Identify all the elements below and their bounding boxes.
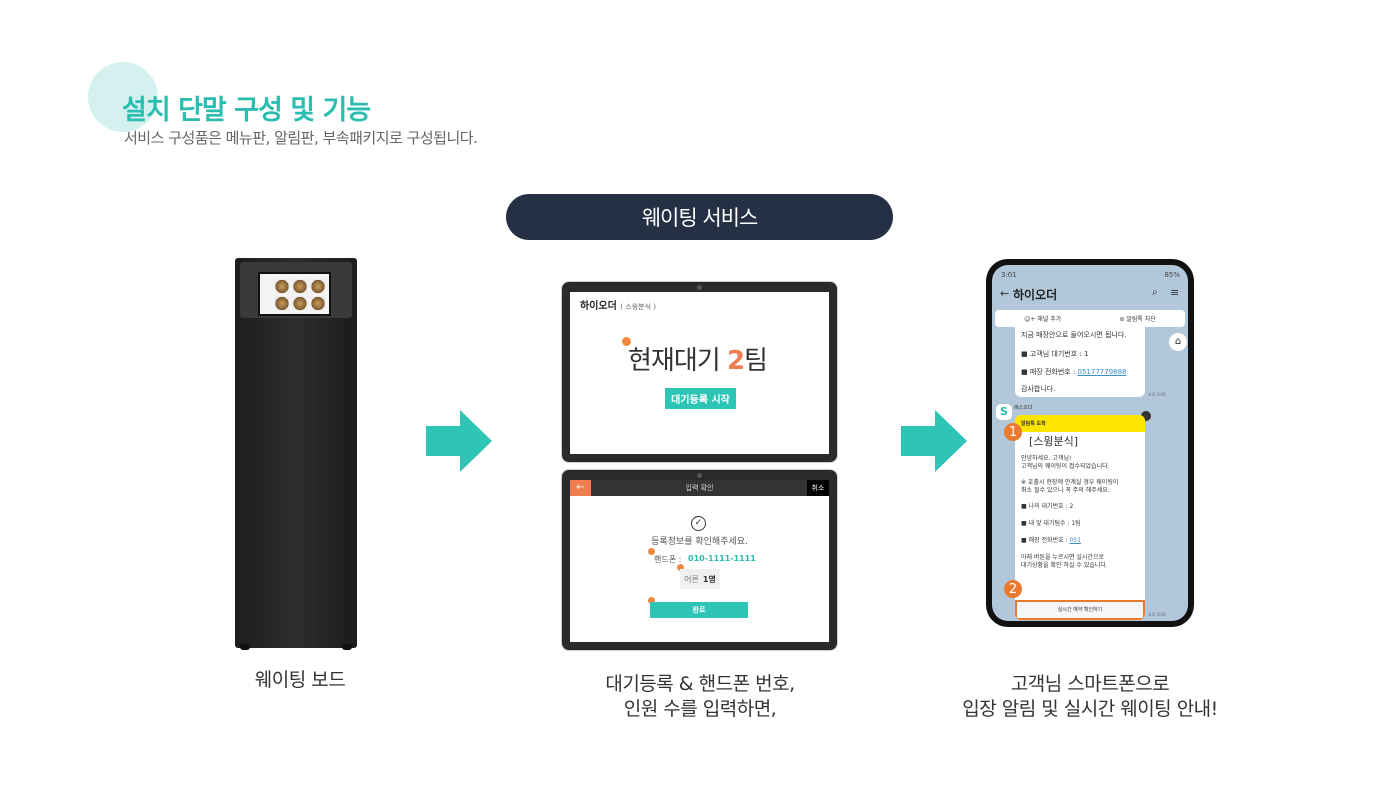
store-name: ( 스윙분식 ) bbox=[620, 303, 656, 311]
time-label: 오후 3:00 bbox=[1148, 392, 1166, 397]
alimtalk-header: 알림톡 도착 bbox=[1015, 415, 1145, 432]
status-time: 3:01 bbox=[1001, 271, 1017, 279]
brand: 하이오더 bbox=[580, 301, 617, 312]
tablet-waiting-screen: 하이오더 ( 스윙분식 ) 현재대기 2팀 대기등록 시작 bbox=[561, 281, 838, 463]
confirm-text: 등록정보를 확인해주세요. bbox=[651, 537, 748, 547]
add-channel-button[interactable]: ☺+ 채널 추가 bbox=[1024, 316, 1062, 323]
menu-icon[interactable]: ≡ bbox=[1170, 286, 1180, 299]
phone-link[interactable]: 05177779888 bbox=[1077, 367, 1127, 376]
wait-status: 현재대기 2팀 bbox=[628, 346, 768, 376]
page-subtitle: 서비스 구성품은 메뉴판, 알림판, 부속패키지로 구성됩니다. bbox=[124, 129, 478, 147]
back-arrow-icon[interactable]: ← bbox=[1000, 287, 1010, 300]
channel-bar: ☺+ 채널 추가 ⊘ 알림톡 차단 bbox=[995, 310, 1185, 327]
step-badge: 1 bbox=[1004, 423, 1022, 441]
store-name: [스윙분식] bbox=[1029, 435, 1079, 448]
done-button[interactable]: 완료 bbox=[650, 602, 748, 618]
block-button[interactable]: ⊘ 알림톡 차단 bbox=[1119, 316, 1156, 323]
check-circle-icon: ✓ bbox=[691, 516, 706, 531]
step-badge bbox=[648, 548, 655, 555]
phone-link[interactable]: 051 bbox=[1069, 537, 1081, 545]
cancel-button[interactable]: 취소 bbox=[807, 480, 829, 496]
step-badge bbox=[648, 597, 655, 604]
kakao-icon bbox=[1141, 411, 1151, 421]
decorative-circle bbox=[88, 62, 158, 132]
arrow-right-icon bbox=[901, 410, 967, 472]
camera bbox=[697, 473, 702, 478]
kiosk-caption: 웨이팅 보드 bbox=[254, 669, 346, 691]
wait-count: 2 bbox=[726, 346, 745, 376]
kiosk-foot bbox=[240, 644, 250, 650]
alimtalk-bubble: 알림톡 도착 [스윙분식] 안녕하세요. 고객님! 고객님의 웨이팅이 접수되었… bbox=[1015, 415, 1145, 620]
sender-avatar: S bbox=[996, 404, 1012, 420]
step-badge: 2 bbox=[1004, 580, 1022, 598]
phone-label: 핸드폰 : bbox=[654, 555, 682, 564]
chat-title: 하이오더 bbox=[1013, 288, 1058, 302]
back-arrow-icon[interactable]: ← bbox=[570, 480, 591, 496]
waiting-board-kiosk bbox=[235, 258, 357, 648]
camera bbox=[697, 285, 702, 290]
smartphone: 3:01 85% ← 하이오더 ⌕ ≡ ☺+ 채널 추가 ⊘ 알림톡 차단 지금… bbox=[986, 259, 1194, 627]
battery: 85% bbox=[1164, 271, 1180, 279]
home-icon[interactable]: ⌂ bbox=[1169, 333, 1187, 351]
kiosk-foot bbox=[342, 644, 352, 650]
step-badge bbox=[622, 337, 631, 346]
header-title: 입력 확인 bbox=[685, 484, 714, 492]
kiosk-screen bbox=[258, 272, 331, 316]
phone-value: 010-1111-1111 bbox=[688, 554, 756, 563]
realtime-check-button[interactable]: 실시간 예약 확인하기 bbox=[1015, 600, 1145, 620]
page-title: 설치 단말 구성 및 기능 bbox=[122, 95, 371, 126]
tablet-confirm-screen: ← 입력 확인 취소 ✓ 등록정보를 확인해주세요. 핸드폰 : 010-111… bbox=[561, 469, 838, 651]
step-badge bbox=[677, 564, 684, 571]
message-bubble: 지금 매장안으로 들어오시면 됩니다. ■ 고객님 대기번호 : 1 ■ 매장 … bbox=[1015, 327, 1145, 397]
tablets-caption: 대기등록 & 핸드폰 번호,인원 수를 입력하면, bbox=[605, 673, 795, 720]
time-label: 오후 3:00 bbox=[1148, 612, 1166, 617]
start-registration-button[interactable]: 대기등록 시작 bbox=[665, 388, 736, 409]
service-label: 웨이팅 서비스 bbox=[506, 194, 893, 240]
sender-name: 에스오더 bbox=[1014, 405, 1033, 411]
search-icon[interactable]: ⌕ bbox=[1152, 287, 1158, 298]
arrow-right-icon bbox=[426, 410, 492, 472]
